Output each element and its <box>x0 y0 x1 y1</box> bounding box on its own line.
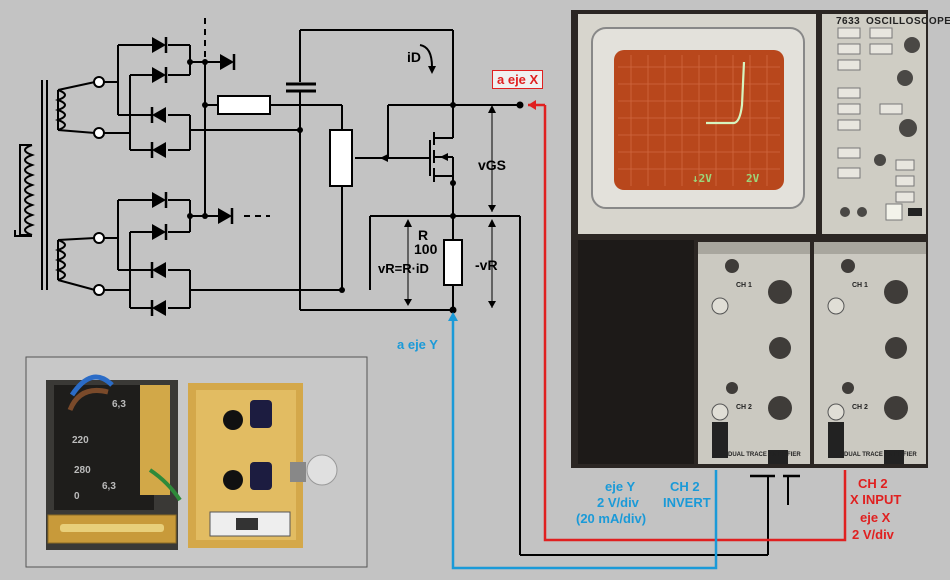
rectifier-bridge-top <box>104 18 220 151</box>
neg-vr-label: -vR <box>475 257 498 273</box>
transformer-marking: 6,3 <box>112 399 126 410</box>
transformer-marking: 220 <box>72 435 89 446</box>
y-axis-wire <box>451 320 718 570</box>
plugin-left-ch1: CH 1 <box>736 282 752 289</box>
x-axis-tag: a eje X <box>492 70 544 89</box>
drain-current-label: iD <box>407 49 421 65</box>
y-axis-tag: a eje Y <box>397 337 438 352</box>
plugin-left-ch2: CH 2 <box>736 404 752 411</box>
y-note-line3: (20 mA/div) <box>576 511 647 526</box>
ch2-x-line1: CH 2 <box>858 476 888 491</box>
resistor-name-label: R <box>418 227 429 243</box>
transformer-terminals <box>93 76 105 296</box>
scope-model: 7633 <box>836 16 861 27</box>
plugin-right-ch2: CH 2 <box>852 404 868 411</box>
scope-name: OSCILLOSCOPE <box>866 16 950 27</box>
transformer-marking: 6,3 <box>102 481 116 492</box>
ch2-x-line2: X INPUT <box>850 492 902 507</box>
plugin-left-name: DUAL TRACE AMPLIFIER <box>728 452 801 458</box>
component-photo <box>25 356 368 568</box>
oscilloscope <box>571 10 928 468</box>
vgs-label: vGS <box>478 157 507 173</box>
plugin-right-ch1: CH 1 <box>852 282 868 289</box>
circuit-wires <box>190 29 800 556</box>
rectifier-bridge-bottom <box>104 199 270 309</box>
resistor-r <box>443 239 463 286</box>
potentiometer <box>329 129 353 187</box>
transformer-marking: 280 <box>74 465 91 476</box>
ch2-x-line4: 2 V/div <box>852 527 894 542</box>
y-note-line2: 2 V/div <box>597 495 639 510</box>
ch2-invert-line2: INVERT <box>663 495 711 510</box>
readout-ch2: 2V <box>746 172 760 185</box>
current-arrow <box>419 44 433 68</box>
transformer-symbol <box>14 80 96 291</box>
scope-trace <box>706 61 746 125</box>
resistor-value-label: 100 <box>414 241 438 257</box>
ch2-invert-line1: CH 2 <box>670 479 700 494</box>
transformer-marking: 0 <box>74 491 80 502</box>
y-note-line1: eje Y <box>605 479 636 494</box>
vr-formula-label: vR=R·iD <box>378 261 429 276</box>
plugin-right-name: DUAL TRACE AMPLIFIER <box>844 452 917 458</box>
junction-dots <box>187 59 524 314</box>
resistor-top <box>217 95 271 115</box>
ch2-x-line3: eje X <box>860 510 891 525</box>
readout-ch1: ↓2V <box>692 172 712 185</box>
